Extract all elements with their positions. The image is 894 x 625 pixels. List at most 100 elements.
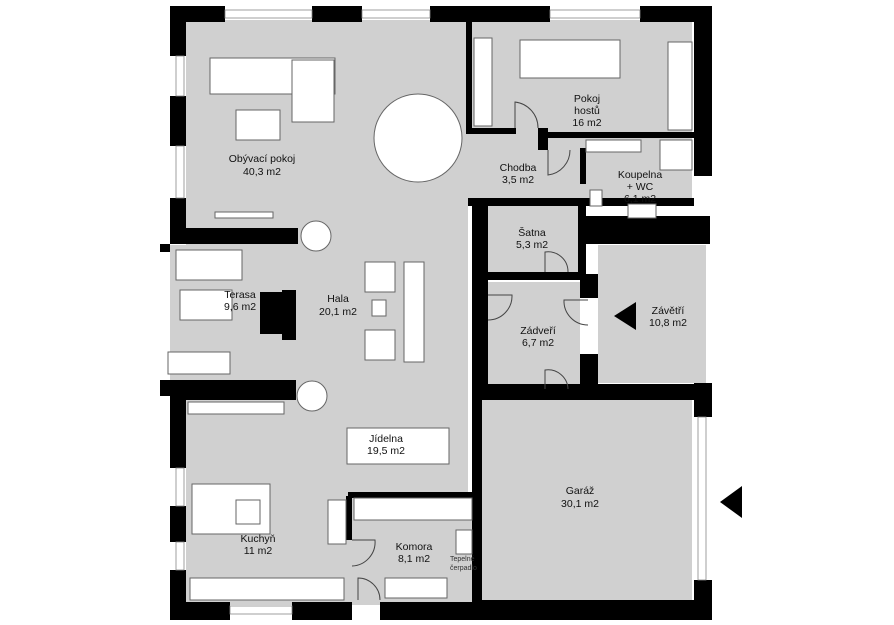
zadveri-area: 6,7 m2 bbox=[522, 337, 554, 349]
door-komora bbox=[351, 539, 376, 567]
window-left-3 bbox=[175, 467, 185, 507]
jidelna-name: Jídelna bbox=[369, 433, 403, 445]
door-chodba bbox=[547, 149, 571, 176]
kuchyn-name: Kuchyň bbox=[240, 533, 275, 545]
wall-bottom-2 bbox=[292, 602, 352, 620]
heat-pump bbox=[455, 529, 473, 555]
wall-garage-left bbox=[472, 400, 482, 605]
dining-table bbox=[346, 427, 450, 465]
door-zadveri-side bbox=[487, 294, 513, 321]
wall-zadveri-right bbox=[580, 274, 598, 298]
koupelna-name-1: Koupelna bbox=[618, 169, 663, 181]
plant-dining bbox=[296, 380, 328, 412]
walls bbox=[160, 6, 712, 620]
kitchen-cooktop bbox=[235, 499, 261, 525]
hall-armchair-1 bbox=[364, 261, 396, 293]
desk-pokoj bbox=[519, 39, 621, 79]
hall-armchair-2 bbox=[364, 329, 396, 361]
wall-bottom-4 bbox=[474, 600, 712, 620]
wall-chodba-bottom bbox=[468, 198, 694, 206]
wall-bottom-3 bbox=[380, 602, 480, 620]
obyvaci-name: Obývací pokoj bbox=[229, 153, 296, 165]
floor-satna bbox=[488, 205, 580, 275]
door-pokoj bbox=[514, 101, 539, 129]
wall-right-top bbox=[694, 6, 712, 176]
wall-top-2 bbox=[312, 6, 362, 22]
kitchen-fridge bbox=[327, 499, 347, 545]
window-top-1 bbox=[224, 9, 313, 19]
doors bbox=[351, 101, 589, 601]
floor-zavetri bbox=[598, 245, 706, 383]
window-left-2 bbox=[175, 145, 185, 199]
wall-garage-top bbox=[472, 384, 712, 400]
wall-pokoj-left bbox=[466, 20, 472, 132]
floor-areas bbox=[170, 20, 706, 605]
kitchen-counter-top bbox=[187, 401, 285, 415]
wall-left-3 bbox=[170, 396, 186, 468]
toilet bbox=[589, 189, 603, 207]
pokoj-area: 16 m2 bbox=[572, 117, 601, 129]
terasa-name: Terasa bbox=[224, 289, 256, 301]
wall-living-bottom bbox=[170, 228, 298, 244]
hall-side-table bbox=[371, 299, 387, 317]
coffee-table bbox=[235, 109, 281, 141]
wall-pokoj-bottom-1 bbox=[466, 128, 516, 134]
zavetri-area: 10,8 m2 bbox=[649, 317, 687, 329]
spiral-stair bbox=[373, 93, 463, 183]
garaz-name: Garáž bbox=[566, 485, 595, 497]
wall-left-4 bbox=[170, 506, 186, 542]
window-top-2 bbox=[361, 9, 431, 19]
pokoj-name-1: Pokoj bbox=[574, 93, 600, 105]
window-left-1 bbox=[175, 55, 185, 97]
shelf-pokoj bbox=[473, 37, 493, 127]
hala-name: Hala bbox=[327, 293, 349, 305]
fireplace bbox=[260, 292, 286, 334]
chodba-name: Chodba bbox=[500, 162, 537, 174]
koupelna-area: 6,1 m2 bbox=[624, 193, 656, 205]
pokoj-name-2: hostů bbox=[574, 105, 600, 117]
wall-koupelna-left bbox=[580, 148, 586, 184]
wall-satna-bottom bbox=[488, 272, 584, 280]
wall-pokoj-bottom-2 bbox=[538, 128, 548, 150]
door-satna bbox=[544, 251, 569, 273]
zavetri-name: Závětří bbox=[652, 305, 685, 317]
floor-garaz bbox=[482, 400, 692, 600]
wall-terasa-bottom bbox=[160, 380, 296, 396]
zadveri-name: Zádveří bbox=[520, 325, 556, 337]
entry-arrow-zavetri-icon bbox=[614, 302, 636, 330]
tepelne-label-1: Tepelné bbox=[450, 556, 475, 563]
hall-plants-bench bbox=[403, 261, 425, 363]
shower bbox=[659, 139, 693, 171]
terrace-lounger bbox=[167, 351, 231, 375]
window-bottom-1 bbox=[229, 605, 293, 615]
chodba-area: 3,5 m2 bbox=[502, 174, 534, 186]
bath-shelf bbox=[585, 139, 642, 153]
sofa-living-side bbox=[291, 59, 335, 123]
wall-top-1 bbox=[170, 6, 225, 22]
wall-koupelna-bottom bbox=[580, 216, 710, 244]
satna-area: 5,3 m2 bbox=[516, 239, 548, 251]
obyvaci-area: 40,3 m2 bbox=[243, 166, 281, 178]
door-komora-2 bbox=[357, 577, 381, 601]
terasa-area: 9,6 m2 bbox=[224, 301, 256, 313]
wall-pokoj-bottom-3 bbox=[548, 132, 694, 138]
tepelne-label-2: čerpadlo bbox=[450, 565, 477, 572]
terrace-sofa bbox=[175, 249, 243, 281]
terrace-table bbox=[179, 289, 233, 321]
window-left-4 bbox=[175, 541, 185, 571]
satna-name: Šatna bbox=[518, 226, 546, 239]
komora-area: 8,1 m2 bbox=[398, 553, 430, 565]
garaz-area: 30,1 m2 bbox=[561, 498, 599, 510]
wall-terasa-left bbox=[160, 244, 170, 252]
wall-bottom-1 bbox=[170, 602, 230, 620]
tv-unit bbox=[214, 211, 274, 219]
room-labels: Obývací pokoj 40,3 m2 Pokoj hostů 16 m2 … bbox=[224, 93, 687, 572]
pantry-shelf-bottom bbox=[384, 577, 448, 599]
hala-area: 20,1 m2 bbox=[319, 306, 357, 318]
windows bbox=[175, 9, 707, 615]
kuchyn-area: 11 m2 bbox=[244, 545, 273, 557]
wall-jidelna-top bbox=[186, 396, 296, 400]
door-zadveri bbox=[544, 369, 569, 390]
wardrobe-pokoj bbox=[667, 41, 693, 131]
door-zavetri bbox=[563, 299, 589, 326]
